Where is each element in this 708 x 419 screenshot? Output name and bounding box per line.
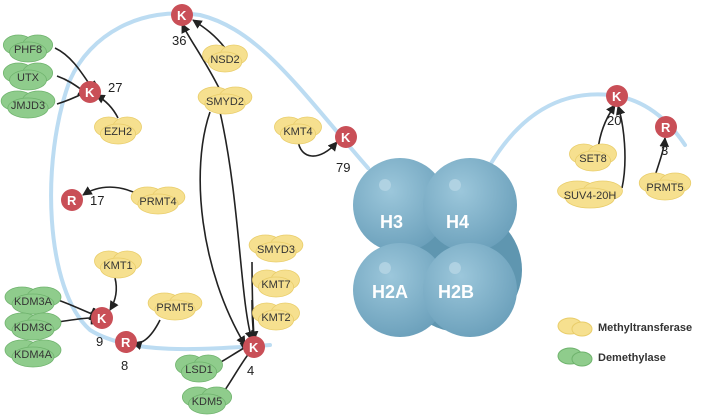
svg-text:K: K: [177, 8, 187, 23]
enzyme-kmt1-label: KMT1: [103, 260, 132, 272]
legend-methyltransferase-label: Methyltransferase: [598, 322, 692, 334]
h3-label: H3: [380, 212, 403, 232]
enzyme-kmt4: KMT4: [274, 116, 322, 145]
svg-text:K: K: [85, 85, 95, 100]
enzyme-prmt4-label: PRMT4: [139, 196, 176, 208]
svg-text:R: R: [121, 335, 131, 350]
residue-r8-number: 8: [121, 358, 128, 373]
residue-k79: K 79: [335, 126, 357, 175]
histone-octamer: H3 H4 H2A H2B: [353, 158, 522, 337]
residue-k20-number: 20: [607, 113, 621, 128]
legend: Methyltransferase Demethylase: [557, 317, 692, 367]
enzyme-kdm3c: KDM3C: [4, 312, 62, 341]
residue-r8: R 8: [115, 331, 137, 373]
enzyme-utx-label: UTX: [17, 72, 40, 84]
enzyme-suv420h-label: SUV4-20H: [564, 190, 617, 202]
enzyme-smyd3: SMYD3: [248, 234, 304, 263]
enzyme-prmt5-h4: PRMT5: [638, 172, 692, 201]
residue-k79-number: 79: [336, 160, 350, 175]
enzyme-jmjd3-label: JMJD3: [11, 100, 45, 112]
svg-text:K: K: [612, 89, 622, 104]
residue-r17-number: 17: [90, 193, 104, 208]
enzyme-set8: SET8: [569, 143, 617, 172]
enzyme-ezh2: EZH2: [94, 116, 142, 145]
enzyme-kmt4-label: KMT4: [283, 126, 312, 138]
enzyme-phf8: PHF8: [2, 34, 54, 63]
residue-k27-number: 27: [108, 80, 122, 95]
enzyme-prmt5-h3-label: PRMT5: [156, 302, 193, 314]
residue-r3: R 3: [655, 116, 677, 158]
residue-r3-number: 3: [661, 143, 668, 158]
residue-k36-number: 36: [172, 33, 186, 48]
residue-k4-number: 4: [247, 363, 254, 378]
enzyme-kmt2-label: KMT2: [261, 312, 290, 324]
enzyme-suv420h: SUV4-20H: [557, 180, 623, 209]
enzyme-ezh2-label: EZH2: [104, 126, 132, 138]
residue-k9-number: 9: [96, 334, 103, 349]
residue-r17: R 17: [61, 189, 104, 211]
residue-k20: K 20: [606, 85, 628, 128]
svg-text:K: K: [97, 311, 107, 326]
enzyme-set8-label: SET8: [579, 153, 607, 165]
enzyme-kmt7: KMT7: [252, 269, 300, 298]
svg-text:K: K: [249, 340, 259, 355]
svg-text:K: K: [341, 130, 351, 145]
enzyme-prmt5-h3: PRMT5: [147, 292, 203, 321]
enzyme-lsd1-label: LSD1: [185, 364, 213, 376]
enzyme-kdm5-label: KDM5: [192, 396, 223, 408]
h2a-label: H2A: [372, 282, 408, 302]
enzyme-kdm5: KDM5: [181, 386, 233, 415]
enzyme-kdm3c-label: KDM3C: [14, 322, 53, 334]
enzyme-jmjd3: JMJD3: [0, 90, 56, 119]
enzyme-smyd3-label: SMYD3: [257, 244, 295, 256]
enzyme-kmt2: KMT2: [252, 302, 300, 331]
residue-k36: K 36: [171, 4, 193, 48]
enzyme-smyd2-label: SMYD2: [206, 96, 244, 108]
enzyme-nsd2: NSD2: [202, 44, 248, 73]
enzyme-kdm4a-label: KDM4A: [14, 349, 53, 361]
legend-demethylase-label: Demethylase: [598, 352, 666, 364]
legend-demethylase-swatch: [557, 347, 593, 367]
enzyme-prmt4: PRMT4: [130, 186, 186, 215]
enzyme-kmt1: KMT1: [94, 250, 142, 279]
enzyme-phf8-label: PHF8: [14, 44, 42, 56]
enzyme-utx: UTX: [2, 62, 54, 91]
residue-k9: K 9: [91, 307, 113, 349]
h4-label: H4: [446, 212, 469, 232]
h2b-label: H2B: [438, 282, 474, 302]
enzyme-nsd2-label: NSD2: [210, 54, 239, 66]
enzyme-prmt5-h4-label: PRMT5: [646, 182, 683, 194]
enzyme-kdm3a: KDM3A: [4, 286, 62, 315]
svg-text:R: R: [67, 193, 77, 208]
svg-text:R: R: [661, 120, 671, 135]
legend-methyltransferase-swatch: [557, 317, 593, 337]
enzyme-smyd2: SMYD2: [197, 86, 253, 115]
residue-k4: K 4: [243, 336, 265, 378]
enzyme-kmt7-label: KMT7: [261, 279, 290, 291]
enzyme-lsd1: LSD1: [175, 354, 223, 383]
residue-k27: K 27: [79, 80, 122, 103]
enzyme-kdm3a-label: KDM3A: [14, 296, 53, 308]
enzyme-kdm4a: KDM4A: [4, 339, 62, 368]
